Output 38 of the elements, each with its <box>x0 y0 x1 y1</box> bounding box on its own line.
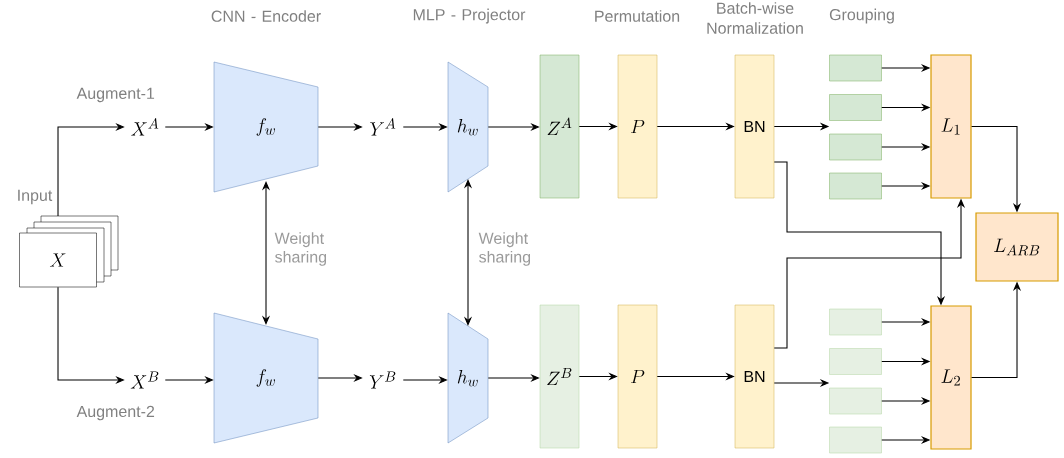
group-box <box>829 308 882 336</box>
image-stack: $X$ <box>19 215 119 288</box>
heading-text: Input <box>18 189 53 205</box>
group-box <box>829 172 882 200</box>
group-box <box>829 94 882 121</box>
permutation-bar: $P$ <box>617 54 658 199</box>
batch-norm-bar: BN <box>734 304 775 449</box>
column-heading: Grouping <box>829 8 894 24</box>
variable-label: $X^B$ <box>130 371 159 389</box>
group-box <box>829 426 882 454</box>
batch-norm-bar: BN <box>734 54 775 199</box>
permutation-bar: $P$ <box>617 304 658 449</box>
column-heading: MLP - Projector <box>413 8 526 24</box>
group-box <box>829 348 882 375</box>
variable-label: $X^A$ <box>131 118 159 136</box>
encoder-trapezoid: $f_w$ <box>213 61 319 193</box>
loss-box: $L_{ARB}$ <box>975 212 1059 282</box>
arrow <box>463 179 473 326</box>
variable-label: $Y^A$ <box>370 118 396 136</box>
group-box <box>829 387 882 415</box>
group-box <box>829 54 882 82</box>
projector-trapezoid: $h_w$ <box>447 61 489 193</box>
column-heading: Batch-wise Normalization <box>707 2 803 34</box>
feature-bar: $Z^B$ <box>539 304 580 449</box>
column-heading: CNN - Encoder <box>211 10 321 22</box>
variable-label: $Y^B$ <box>369 371 396 389</box>
edge-label: Augment-2 <box>75 404 157 422</box>
edge-label: Weight sharing <box>273 230 340 268</box>
loss-box: $L_1$ <box>930 54 972 199</box>
group-box <box>829 133 882 161</box>
arrow <box>261 181 271 325</box>
projector-trapezoid: $h_w$ <box>447 312 489 444</box>
column-heading: Permutation <box>595 10 680 22</box>
edge-label: Augment-1 <box>75 86 157 104</box>
edge-label: Weight sharing <box>477 230 544 268</box>
encoder-trapezoid: $f_w$ <box>213 312 319 444</box>
loss-box: $L_2$ <box>930 305 972 450</box>
feature-bar: $Z^A$ <box>539 54 580 199</box>
